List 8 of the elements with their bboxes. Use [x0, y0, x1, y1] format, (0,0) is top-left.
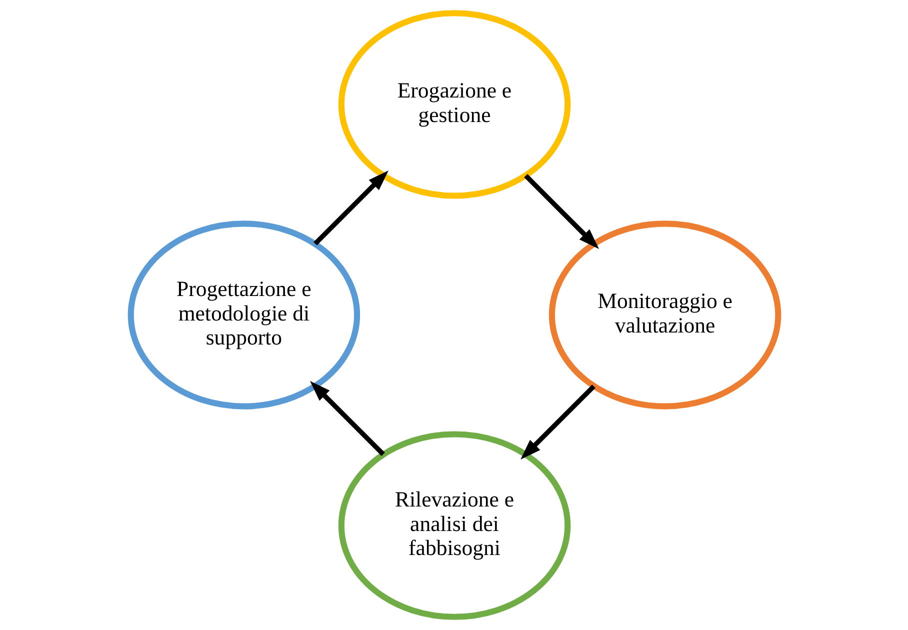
arrow: [313, 170, 388, 246]
node-ellipse: Rilevazione e analisi dei fabbisogni: [338, 431, 570, 620]
arrow: [520, 384, 595, 460]
arrow: [524, 174, 599, 249]
node-ellipse: Progettazione e metodologie di supporto: [127, 220, 360, 410]
node-ellipse: Erogazione e gestione: [338, 10, 570, 199]
node-ellipse: Monitoraggio e valutazione: [548, 220, 781, 410]
arrow: [310, 381, 384, 456]
